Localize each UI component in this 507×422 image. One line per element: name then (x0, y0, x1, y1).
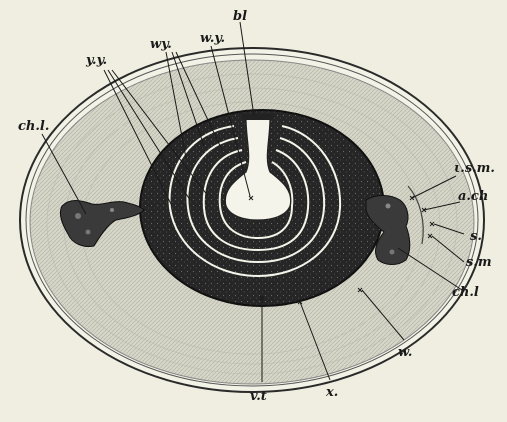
label-white-yolk: wy. (150, 37, 172, 52)
label-shell-membrane: s.m (466, 255, 492, 270)
label-air-chamber: a.ch (458, 189, 488, 204)
label-shell: s. (470, 229, 482, 244)
label-yellow-yolk: y.y. (85, 53, 107, 68)
label-chalaza-right: ch.l (452, 285, 479, 300)
label-x: x. (325, 385, 338, 400)
label-white-yolk-center: w.y. (200, 31, 225, 46)
label-chalaza-left: ch.l. (18, 119, 49, 134)
label-blastoderm: bl (233, 9, 247, 24)
label-albumen: w. (398, 345, 412, 360)
label-inner-shell-membrane: ι.s.m. (454, 161, 495, 176)
label-vitelline-membrane: v.t (250, 389, 267, 404)
blastoderm (240, 114, 276, 120)
